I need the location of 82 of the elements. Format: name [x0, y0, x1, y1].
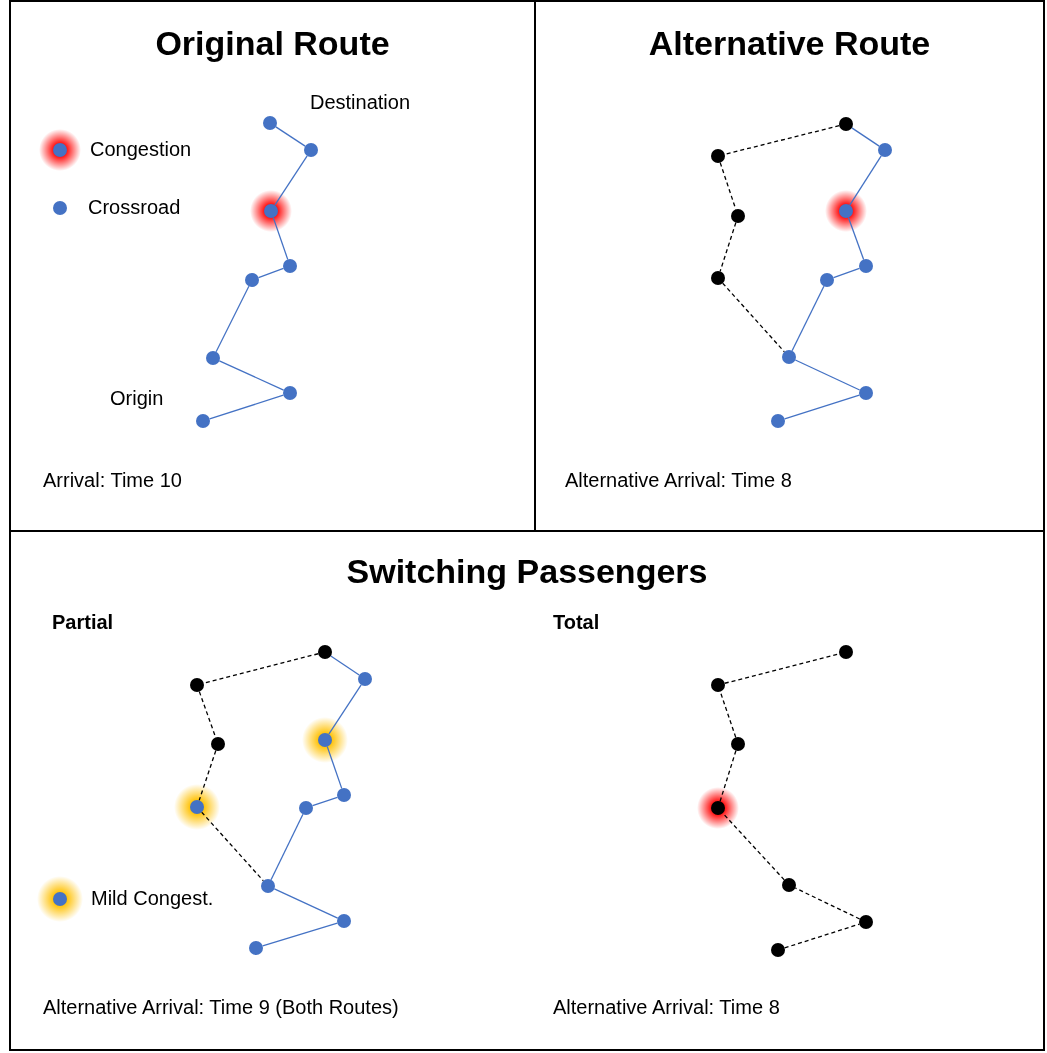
crossroad-dot: [190, 678, 204, 692]
crossroad-dot: [245, 273, 259, 287]
arrival-time-note: Alternative Arrival: Time 8: [565, 469, 792, 492]
crossroad-dot: [206, 351, 220, 365]
subsection-heading: Partial: [52, 611, 114, 634]
crossroad-dot: [283, 259, 297, 273]
panel-title: Original Route: [154, 24, 391, 63]
road-segment: [330, 655, 360, 676]
road-segment: [270, 813, 304, 881]
crossroad-dot: [731, 737, 745, 751]
alternative-road-segment: [203, 653, 319, 684]
crossroad-dot: [337, 788, 351, 802]
crossroad-dot: [263, 116, 277, 130]
road-segment: [851, 127, 880, 147]
crossroad-dot: [337, 914, 351, 928]
crossroad-dot: [249, 941, 263, 955]
legend-label: Congestion: [90, 138, 192, 161]
subsection-heading: Total: [553, 611, 600, 634]
road-segment: [218, 360, 285, 391]
alternative-road-segment: [724, 653, 840, 684]
alternative-road-segment: [719, 750, 737, 802]
road-segment: [847, 216, 865, 261]
road-segment: [328, 684, 362, 735]
road-segment: [272, 216, 289, 261]
road-segment: [784, 394, 860, 420]
panel-title: Alternative Route: [647, 24, 932, 63]
alternative-road-segment: [784, 923, 860, 949]
road-segment: [274, 155, 308, 206]
alternative-road-segment: [719, 691, 737, 738]
crossroad-dot: [711, 678, 725, 692]
crossroad-dot: [711, 149, 725, 163]
alternative-road-segment: [198, 750, 217, 801]
crossroad-dot: [318, 645, 332, 659]
arrival-time-note: Alternative Arrival: Time 8: [553, 996, 780, 1019]
arrival-time-note: Alternative Arrival: Time 9 (Both Routes): [43, 996, 399, 1019]
crossroad-dot: [859, 259, 873, 273]
road-segment: [326, 745, 343, 790]
crossroad-dot: [211, 737, 225, 751]
road-segment: [262, 922, 338, 947]
crossroad-dot: [859, 915, 873, 929]
alternative-road-segment: [722, 282, 785, 353]
road-segment: [273, 888, 339, 919]
crossroad-dot: [859, 386, 873, 400]
crossroad-dot: [839, 117, 853, 131]
crossroad-dot: [820, 273, 834, 287]
panel: [9, 0, 536, 532]
crossroad-dot: [711, 271, 725, 285]
panel: [534, 0, 1045, 532]
road-segment: [791, 285, 825, 352]
crossroad-dot: [782, 878, 796, 892]
crossroad-dot: [771, 943, 785, 957]
alternative-road-segment: [794, 887, 861, 920]
road-segment: [832, 267, 861, 279]
road-segment: [257, 267, 285, 279]
road-segment: [275, 126, 306, 147]
road-segment: [849, 155, 882, 206]
crossroad-dot: [304, 143, 318, 157]
crossroad-dot: [731, 209, 745, 223]
panel-title: Switching Passengers: [345, 552, 709, 591]
crossroad-dot: [878, 143, 892, 157]
road-segment: [215, 285, 250, 353]
place-label: Origin: [110, 387, 164, 410]
arrival-time-note: Arrival: Time 10: [43, 469, 182, 492]
panel: [9, 530, 1045, 1051]
crossroad-dot: [261, 879, 275, 893]
road-segment: [794, 359, 861, 391]
alternative-road-segment: [724, 125, 840, 155]
crossroad-dot: [839, 645, 853, 659]
alternative-road-segment: [722, 812, 785, 881]
legend-label: Crossroad: [88, 196, 181, 219]
crossroad-dot: [196, 414, 210, 428]
place-label: Destination: [310, 91, 411, 114]
road-segment: [209, 394, 284, 420]
road-segment: [311, 796, 339, 807]
alternative-road-segment: [201, 811, 264, 882]
legend-label: Mild Congest.: [91, 887, 214, 910]
crossroad-dot: [299, 801, 313, 815]
crossroad-dot: [771, 414, 785, 428]
crossroad-dot: [358, 672, 372, 686]
crossroad-dot: [782, 350, 796, 364]
alternative-road-segment: [719, 222, 737, 272]
crossroad-dot: [283, 386, 297, 400]
